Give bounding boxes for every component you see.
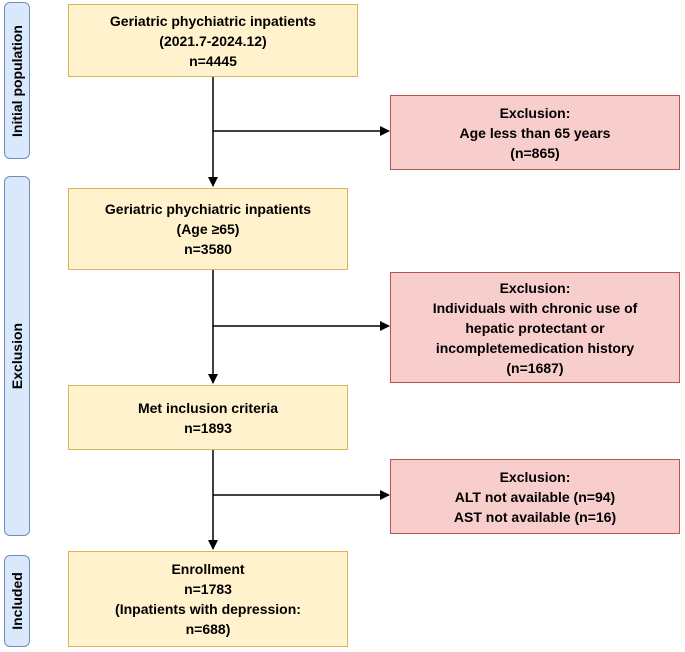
box-inclusion-criteria: Met inclusion criteria n=1893 [68,385,348,450]
box-criteria-line1: Met inclusion criteria [137,399,279,416]
side-label-initial-population: Initial population [4,2,30,159]
ex1-line2: Age less than 65 years [459,124,611,141]
box-age-line3: n=3580 [184,241,232,257]
box-exclusion-alt-ast: Exclusion: ALT not available (n=94) AST … [390,459,680,534]
ex2-line5: (n=1687) [506,359,564,376]
box-age-65: Geriatric phychiatric inpatients (Age ≥6… [68,188,348,270]
box-enrollment-line1: Enrollment [171,561,245,577]
box-enrollment-line3: (Inpatients with depression: [115,601,301,617]
ex2-line2: Individuals with chronic use of [432,299,638,316]
box-initial-line1: Geriatric phychiatric inpatients [109,12,317,29]
side-label-exclusion: Exclusion [4,176,30,536]
ex2-line1: Exclusion: [499,279,571,296]
ex1-line1: Exclusion: [499,104,571,121]
box-enrollment-line2: n=1783 [184,581,232,597]
box-enrollment: Enrollment n=1783 (Inpatients with depre… [68,551,348,647]
box-age-line1: Geriatric phychiatric inpatients [104,201,312,217]
side-label-included: Included [4,555,30,647]
box-initial-population: Geriatric phychiatric inpatients (2021.7… [68,4,358,77]
box-criteria-line2: n=1893 [184,419,232,436]
box-initial-line2: (2021.7-2024.12) [159,32,267,49]
ex3-line2: ALT not available (n=94) [454,488,616,505]
box-exclusion-age: Exclusion: Age less than 65 years (n=865… [390,95,680,170]
box-enrollment-line4: n=688) [185,621,231,637]
ex2-line3: hepatic protectant or [465,319,605,336]
ex1-line3: (n=865) [510,144,560,161]
ex3-line3: AST not available (n=16) [453,508,617,525]
box-initial-line3: n=4445 [189,52,237,69]
ex3-line1: Exclusion: [499,468,571,485]
box-age-line2: (Age ≥65) [176,221,240,237]
ex2-line4: incompletemedication history [435,339,635,356]
box-exclusion-medication: Exclusion: Individuals with chronic use … [390,272,680,383]
